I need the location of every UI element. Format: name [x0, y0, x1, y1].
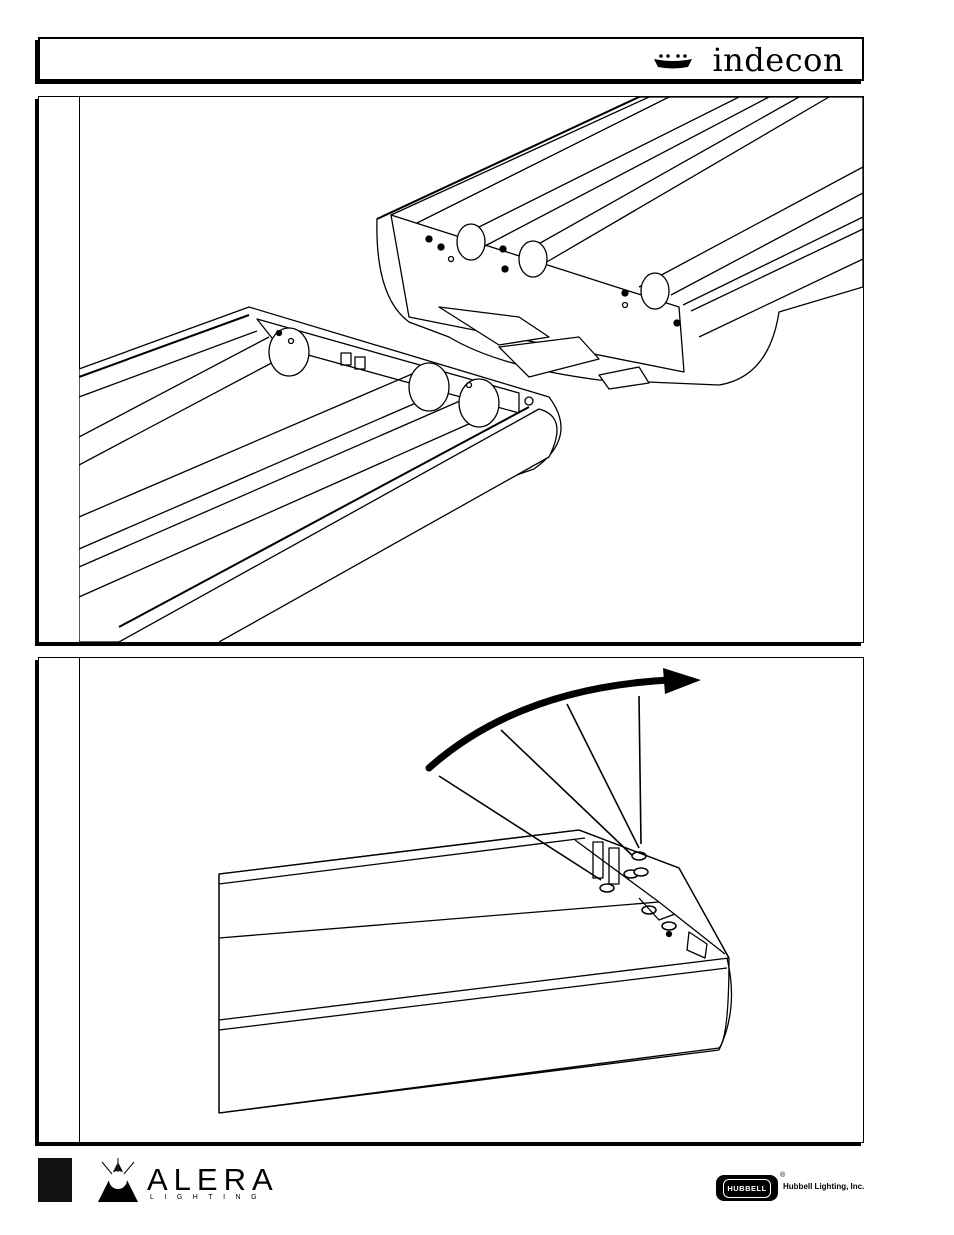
hubbell-logo-badge: HUBBELL	[716, 1175, 778, 1201]
hubbell-company-name: Hubbell Lighting, Inc.	[783, 1182, 864, 1191]
hubbell-badge-text: HUBBELL	[723, 1179, 770, 1198]
panel-2-side-strip	[39, 658, 80, 1142]
brand-name: indecon	[712, 41, 844, 79]
alera-starburst-icon	[94, 1158, 142, 1202]
page-number-block	[38, 1158, 72, 1202]
header-bar: indecon	[38, 37, 864, 81]
indecon-logo-icon	[652, 53, 694, 71]
hubbell-registered-mark: ®	[780, 1172, 785, 1179]
alera-wordmark: ALERA	[147, 1162, 279, 1198]
illustration-panel-2	[38, 657, 864, 1143]
cable-adjustment-illustration	[79, 658, 863, 1142]
illustration-panel-1	[38, 96, 864, 643]
fixture-joining-illustration	[79, 97, 863, 642]
panel-1-side-strip	[39, 97, 80, 642]
alera-subtitle: LIGHTING	[150, 1194, 267, 1201]
